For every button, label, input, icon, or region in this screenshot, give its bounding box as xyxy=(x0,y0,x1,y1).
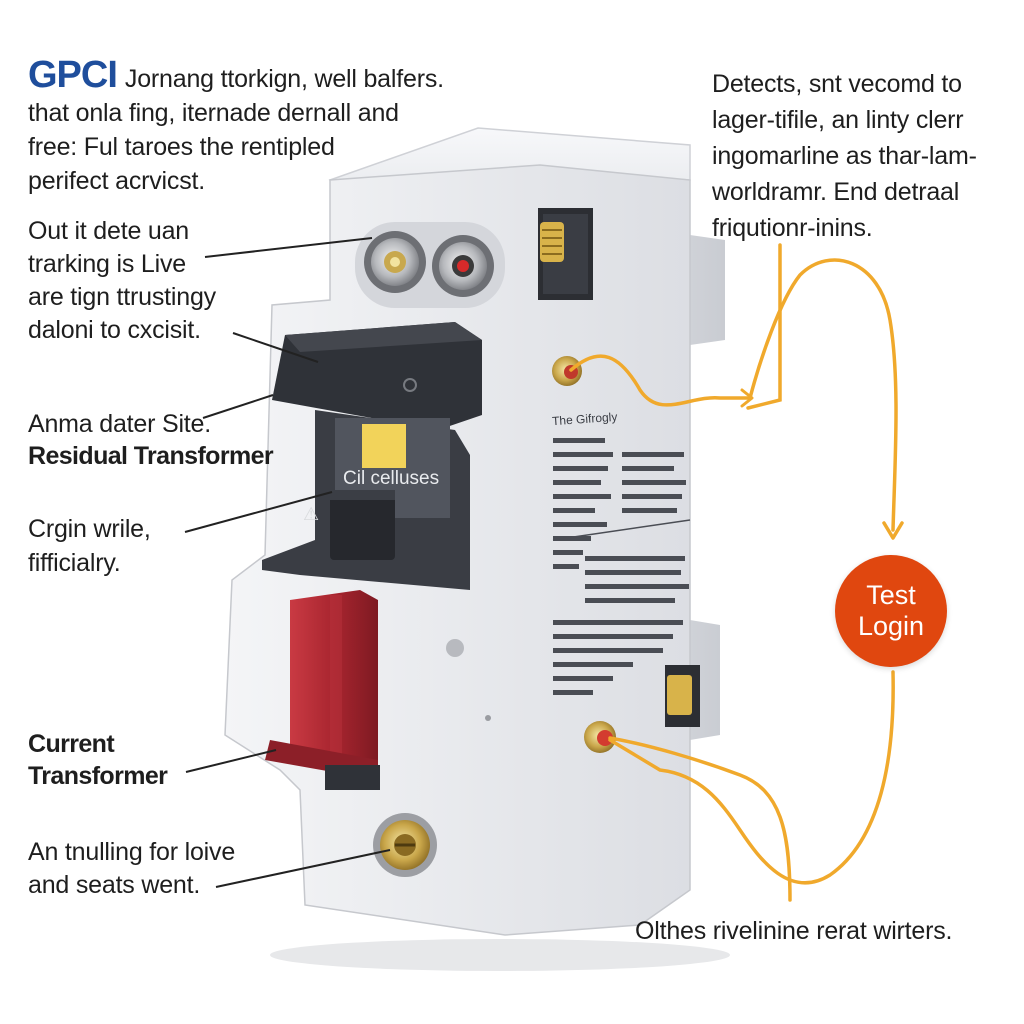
wire-arrow-down xyxy=(882,521,904,540)
current-transformer-label: Current Transformer xyxy=(28,730,168,790)
svg-text:⚠: ⚠ xyxy=(303,504,319,524)
test-button[interactable]: Test Login xyxy=(835,555,947,667)
test-button-block xyxy=(330,490,395,560)
wire-loop xyxy=(569,243,898,902)
gfci-title: GPCI xyxy=(28,54,118,96)
upper-screw-icon xyxy=(552,356,582,386)
residual-transformer-label: Anma dater Site. Residual Transformer xyxy=(28,410,274,470)
live-terminal-label: Out it dete uan trarking is Live are tig… xyxy=(28,217,216,344)
device-window-label: Cil celluses xyxy=(343,468,440,489)
lower-screw-icon xyxy=(584,721,616,753)
spring-coil-icon xyxy=(540,222,564,262)
device-shadow xyxy=(270,939,730,971)
wire-arrow-left xyxy=(740,388,754,408)
tnulling-label: An tnulling for loive and seats went. xyxy=(28,838,236,899)
device-fine-print xyxy=(552,438,691,695)
crain-label: Crgin wrile, fifficialry. xyxy=(28,515,151,577)
bottom-right-caption: Olthes rivelinine rerat wirters. xyxy=(635,917,953,945)
brass-screw-icon xyxy=(373,813,437,877)
mounting-hole xyxy=(446,639,464,657)
detects-description: Detects, snt vecomd to lager-tifile, an … xyxy=(712,70,977,242)
red-terminal-icon xyxy=(432,235,494,297)
silver-terminal-icon xyxy=(364,231,426,293)
toggle-base xyxy=(325,765,380,790)
leader-lines xyxy=(184,237,391,888)
